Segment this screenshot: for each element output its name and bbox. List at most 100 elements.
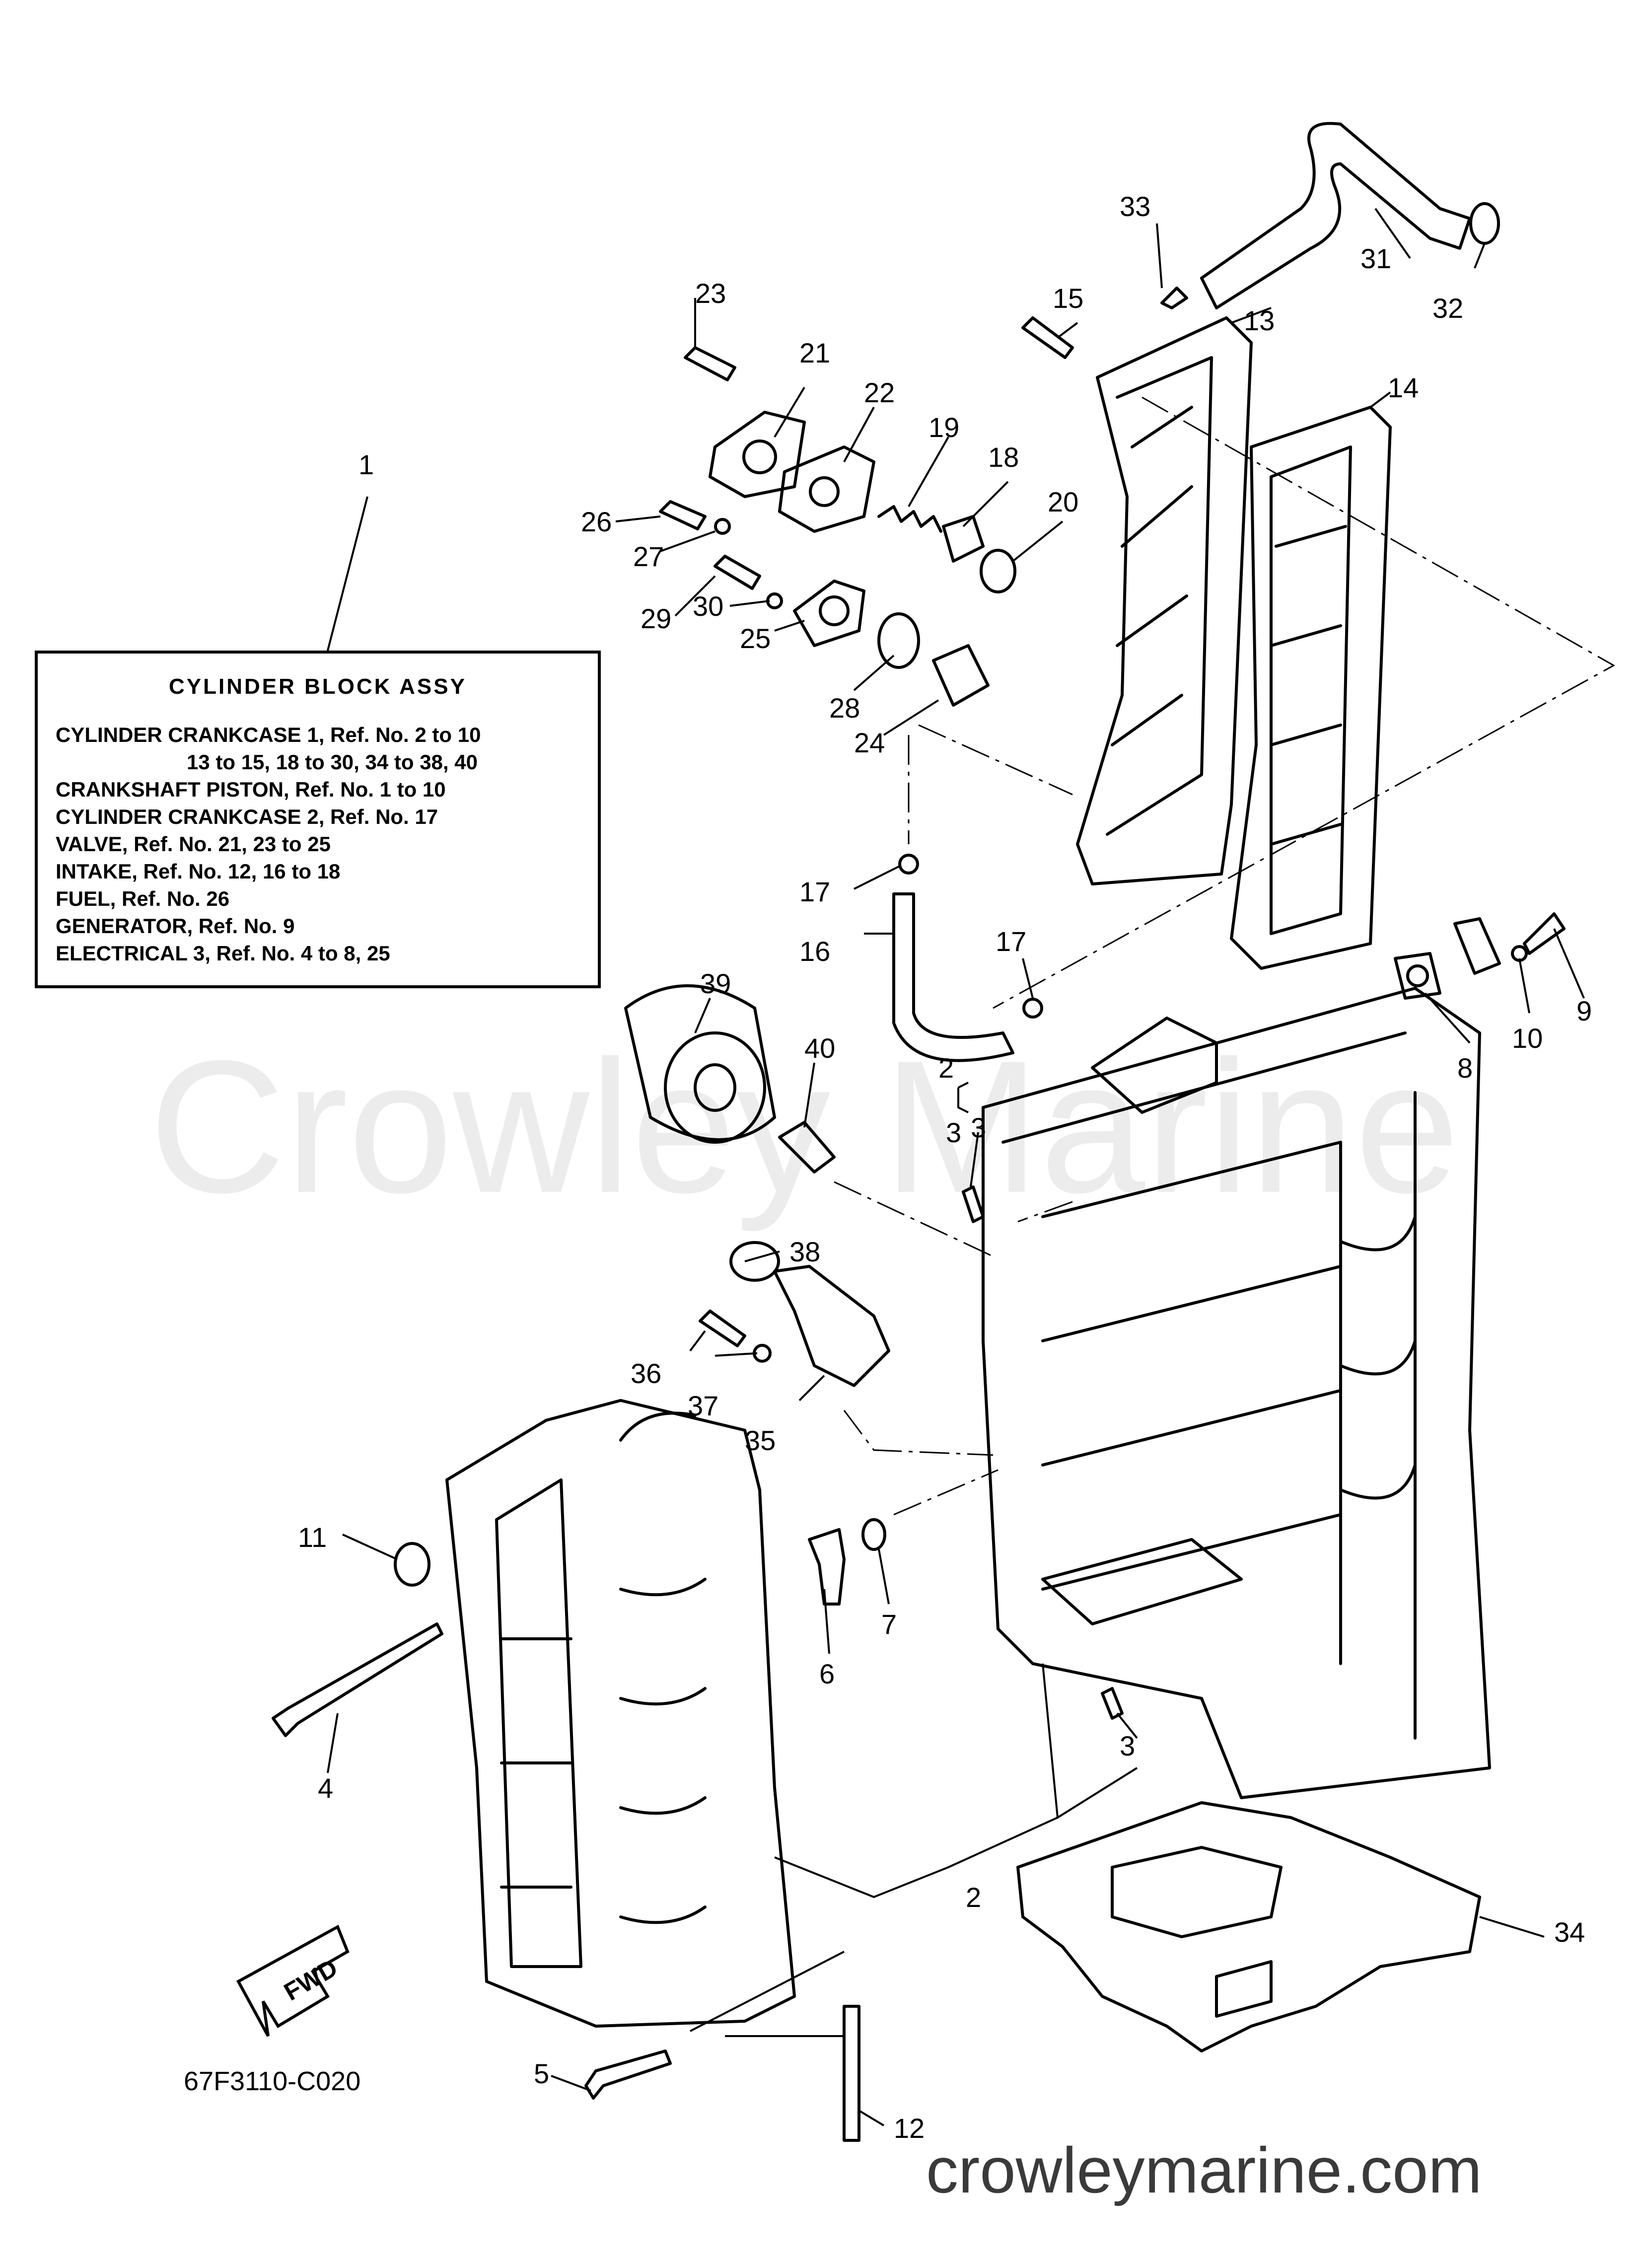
callout-35: 35: [745, 1425, 776, 1456]
bolt-26: [659, 500, 707, 530]
callout-5: 5: [534, 2058, 549, 2089]
callout-25: 25: [740, 623, 771, 654]
parts-legend-box: CYLINDER BLOCK ASSY CYLINDER CRANKCASE 1…: [35, 651, 601, 988]
callout-30: 30: [693, 590, 723, 622]
hose-31: [1200, 122, 1471, 309]
legend-line: FUEL, Ref. No. 26: [56, 887, 230, 910]
callout-17b: 17: [996, 926, 1026, 957]
callout-8: 8: [1457, 1052, 1473, 1084]
fwd-arrow-icon: [236, 1924, 350, 2037]
callout-7: 7: [881, 1609, 897, 1640]
legend-line: CYLINDER CRANKCASE 2, Ref. No. 17: [56, 805, 438, 828]
callout-23: 23: [695, 278, 726, 309]
bracket-8: [1394, 952, 1441, 1000]
callout-3a: 3: [971, 1112, 986, 1143]
seal-28: [877, 612, 920, 669]
bolt-29: [714, 555, 761, 590]
bolt-9: [1523, 912, 1566, 955]
spring-19: [877, 505, 942, 533]
callout-15: 15: [1053, 283, 1083, 314]
washer-30: [766, 592, 783, 609]
callout-3b: 3: [946, 1117, 961, 1148]
callout-32: 32: [1432, 293, 1463, 324]
washer-10: [1511, 945, 1528, 962]
callout-labels: 1 2 3 4 5 6 7 8 9 10 11 12 13 14 15 16 1…: [298, 191, 1592, 2144]
bolt-5: [584, 2049, 672, 2100]
callout-10: 10: [1512, 1023, 1543, 1054]
callout-29: 29: [641, 603, 671, 634]
callout-38: 38: [789, 1236, 820, 1267]
callout-27: 27: [633, 541, 664, 572]
gasket-34: [1016, 1801, 1481, 2052]
callout-18: 18: [988, 441, 1019, 473]
legend-line: CYLINDER CRANKCASE 1, Ref. No. 2 to 10: [56, 723, 481, 746]
callout-24: 24: [854, 727, 885, 758]
fitting-40: [778, 1121, 836, 1173]
callout-2a: 2: [938, 1052, 954, 1084]
oil-filter-39: [624, 984, 776, 1141]
clamp-32: [1469, 202, 1500, 245]
bolt-15: [1021, 316, 1074, 359]
callout-19: 19: [928, 412, 959, 443]
cover-plate-13: [1076, 316, 1253, 885]
legend-line: CRANKSHAFT PISTON, Ref. No. 1 to 10: [56, 778, 446, 801]
washer-27: [714, 518, 731, 535]
valve-25: [793, 580, 865, 647]
callout-31: 31: [1360, 243, 1391, 274]
bolt-23: [684, 346, 736, 381]
callout-26: 26: [581, 506, 612, 537]
bolt-6: [808, 1528, 846, 1606]
legend-line: GENERATOR, Ref. No. 9: [56, 914, 295, 938]
thermostat-cover-21: [709, 411, 806, 498]
grommet-20: [980, 549, 1016, 593]
cap-24: [932, 644, 990, 707]
callout-40: 40: [804, 1032, 835, 1064]
callout-9: 9: [1576, 995, 1592, 1026]
callout-12: 12: [894, 2113, 925, 2144]
callout-34: 34: [1554, 1916, 1585, 1948]
site-footer[interactable]: crowleymarine.com: [926, 2134, 1482, 2206]
callout-4: 4: [318, 1772, 333, 1804]
callout-14: 14: [1388, 372, 1419, 403]
callout-37: 37: [688, 1390, 718, 1421]
clip-33: [1160, 287, 1188, 309]
callout-28: 28: [829, 692, 860, 724]
hose-16: [892, 892, 1014, 1062]
callout-13: 13: [1244, 305, 1275, 336]
plug-11: [394, 1542, 430, 1587]
plate-9-10: [1453, 917, 1501, 975]
diagram-code: 67F3110-C020: [184, 2066, 361, 2096]
gasket-22: [778, 445, 875, 533]
gasket-14: [1230, 406, 1392, 970]
callout-20: 20: [1048, 486, 1078, 517]
washer-7: [861, 1518, 886, 1551]
bolt-4: [272, 1622, 443, 1737]
clip-17-a: [898, 854, 919, 875]
callout-2b: 2: [966, 1882, 981, 1913]
stud-12: [843, 2005, 860, 2142]
callout-33: 33: [1120, 191, 1150, 222]
callout-36: 36: [631, 1358, 661, 1389]
sleeve-38: [729, 1241, 780, 1282]
thermostat-18: [942, 515, 985, 563]
legend-title: CYLINDER BLOCK ASSY: [169, 674, 467, 699]
bracket-35: [773, 1265, 890, 1387]
crankcase-half: [445, 1399, 796, 2028]
legend-line: ELECTRICAL 3, Ref. No. 4 to 8, 25: [56, 942, 390, 965]
legend-line: VALVE, Ref. No. 21, 23 to 25: [56, 832, 331, 856]
legend-line: INTAKE, Ref. No. 12, 16 to 18: [56, 860, 341, 883]
callout-6: 6: [819, 1658, 835, 1689]
dowel-pin-3b: [1101, 1687, 1124, 1720]
callout-11: 11: [298, 1522, 327, 1553]
bolt-36: [699, 1310, 746, 1347]
cylinder-block: [982, 987, 1491, 1799]
callout-17a: 17: [799, 876, 830, 907]
callout-1: 1: [358, 449, 374, 480]
callout-16: 16: [799, 936, 830, 967]
callout-22: 22: [864, 377, 895, 408]
callout-3c: 3: [1120, 1730, 1135, 1761]
dowel-pin-3a: [962, 1185, 985, 1223]
clip-17-b: [1022, 998, 1043, 1019]
